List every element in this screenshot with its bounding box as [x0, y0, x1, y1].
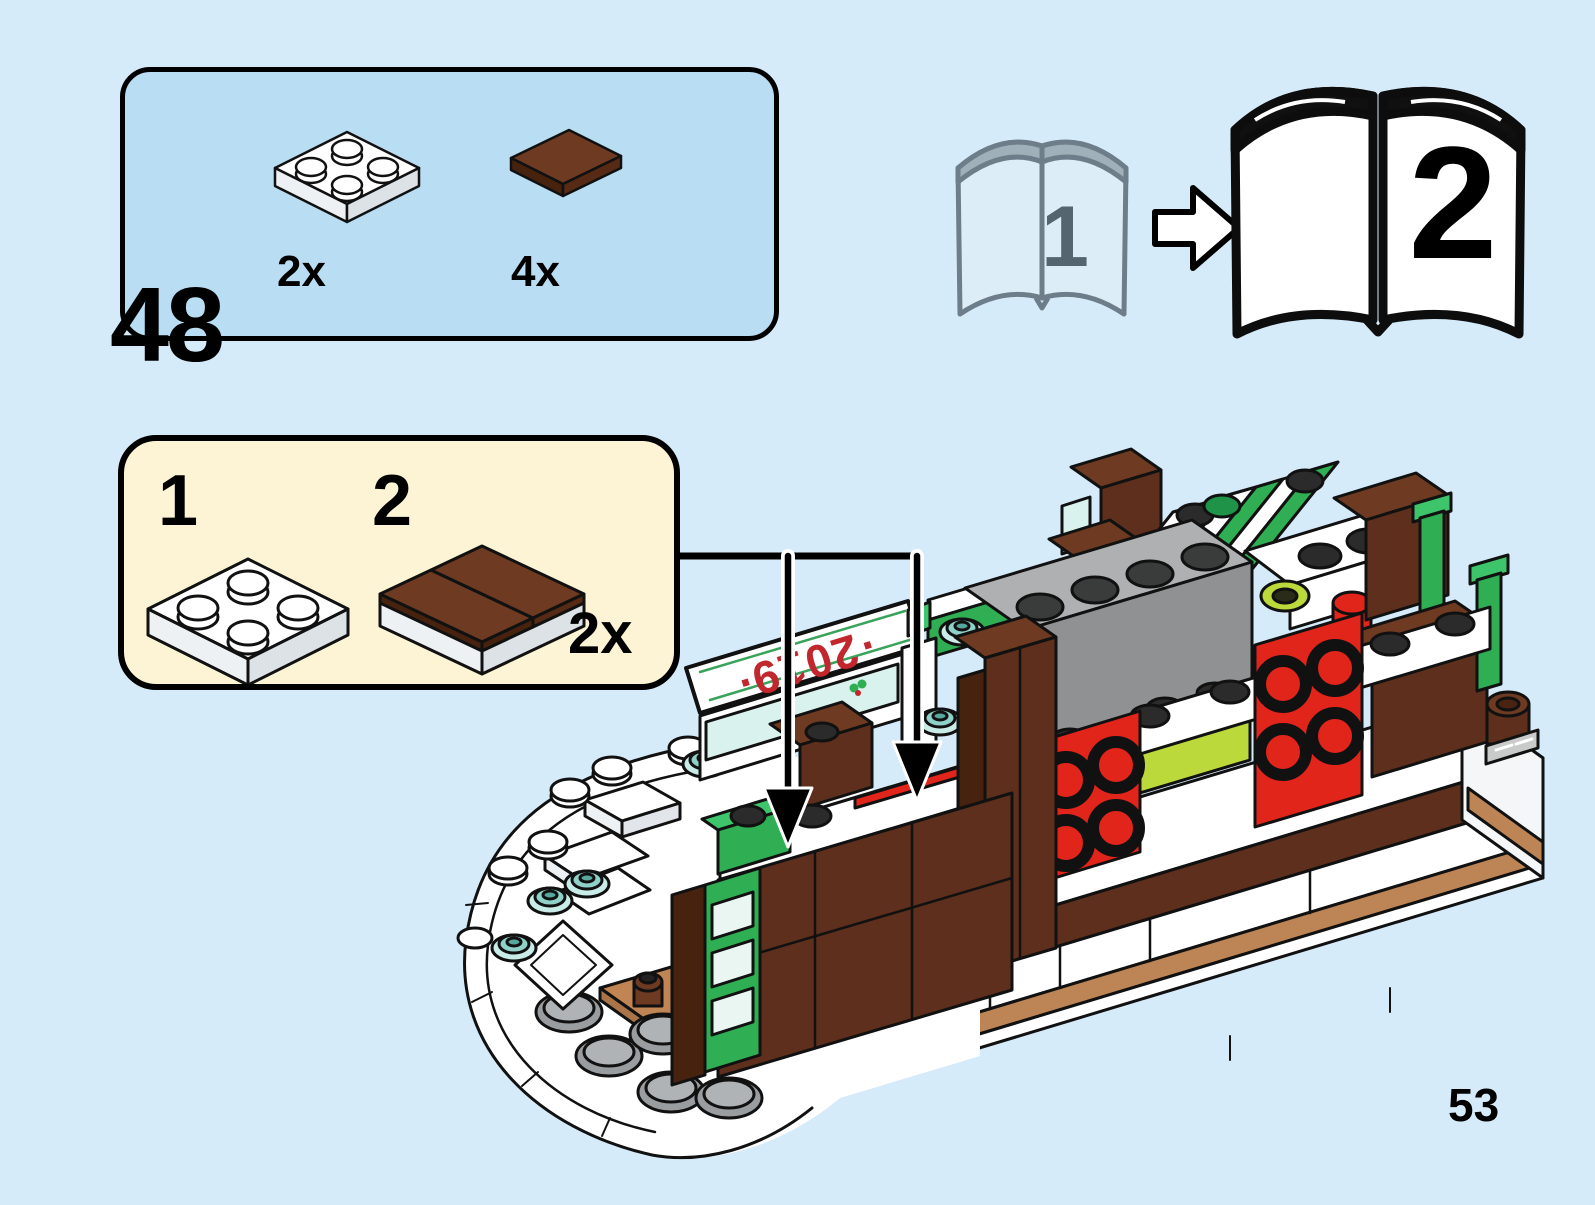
green-display-cabinet [703, 866, 762, 1074]
assembly-callout-graphics: 1 2 [146, 461, 633, 687]
placement-arrows [676, 549, 943, 849]
previous-book-number: 1 [1041, 189, 1089, 285]
next-book-number: 2 [1409, 113, 1498, 292]
arrow-2 [891, 740, 943, 803]
assembly-callout-box: 1 2 [118, 435, 680, 690]
gray-grille-tile [1484, 728, 1540, 766]
lego-model-illustration: ·2019· [456, 447, 1545, 1160]
assembly-step-label: 1 [158, 461, 198, 541]
snow-studs [456, 735, 709, 950]
assembly-part-1-white-plate-icon [146, 557, 350, 687]
step-number: 48 [110, 266, 225, 384]
arrow-1 [762, 786, 814, 849]
red-ring-plate-right [1253, 611, 1364, 829]
parts-callout-box: 2x 4x [120, 67, 779, 341]
part-quantity-label: 2x [277, 247, 326, 296]
page-number: 53 [1448, 1079, 1500, 1131]
assembly-step-label: 2 [372, 461, 412, 541]
sign-holly-decoration [849, 679, 867, 696]
assembly-part-2-plate-with-tiles-icon [378, 544, 586, 676]
white-crate [513, 919, 614, 1011]
white-2x2-plate-icon [273, 130, 421, 224]
next-book-arrow-icon [1152, 185, 1242, 271]
parts-callout-graphics: 2x 4x [273, 128, 623, 296]
part-quantity-label: 4x [511, 247, 560, 296]
previous-book-icon: 1 [955, 139, 1129, 317]
book-transition: 1 2 [955, 86, 1526, 339]
counter-front [670, 791, 1014, 1087]
brown-1x2-tile-icon [509, 128, 623, 198]
assembly-quantity-label: 2x [568, 601, 633, 666]
next-book-icon: 2 [1230, 86, 1526, 339]
brown-barrel [1485, 690, 1531, 746]
